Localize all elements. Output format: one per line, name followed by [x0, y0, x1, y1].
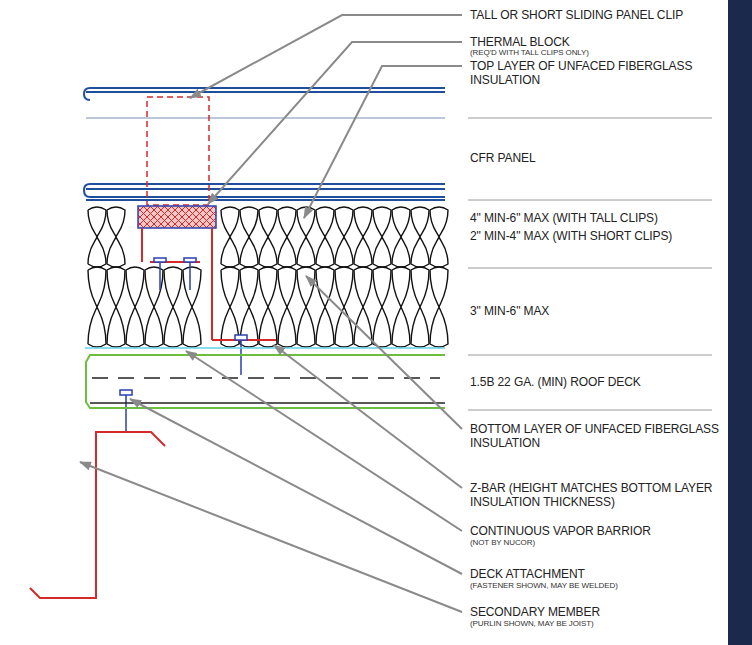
callout-label: CFR PANEL	[470, 151, 536, 165]
callout-label: SECONDARY MEMBER	[470, 605, 600, 619]
callout-label: 3" MIN-6" MAX	[470, 304, 549, 318]
callout-label: 4" MIN-6" MAX (WITH TALL CLIPS)	[470, 211, 658, 225]
callout-label: BOTTOM LAYER OF UNFACED FIBERGLASS INSUL…	[470, 422, 720, 450]
thermal-block	[138, 206, 216, 228]
side-bar	[728, 0, 752, 645]
leader-lines	[80, 15, 462, 612]
cfr-panel	[84, 88, 445, 200]
purlin	[30, 432, 165, 598]
z-bar	[142, 228, 276, 340]
callout-label: 2" MIN-4" MAX (WITH SHORT CLIPS)	[470, 229, 672, 243]
callout-label: CONTINUOUS VAPOR BARRIOR	[470, 524, 651, 538]
roof-deck	[86, 355, 445, 408]
fasteners	[120, 258, 247, 432]
callout-label: TOP LAYER OF UNFACED FIBERGLASS INSULATI…	[470, 59, 715, 87]
callout-label: 1.5B 22 GA. (MIN) ROOF DECK	[470, 375, 641, 389]
note-text: (NOT BY NUCOR)	[470, 538, 535, 547]
fiberglass-insulation	[88, 207, 448, 347]
separator-lines	[468, 118, 712, 410]
vapor-barrier	[85, 347, 445, 349]
callout-label: DECK ATTACHMENT	[470, 567, 585, 581]
note-text: (FASTENER SHOWN, MAY BE WELDED)	[470, 581, 618, 590]
callout-label: THERMAL BLOCK	[470, 35, 570, 49]
callout-label: Z-BAR (HEIGHT MATCHES BOTTOM LAYER INSUL…	[470, 481, 720, 509]
note-text: (PURLIN SHOWN, MAY BE JOIST)	[470, 619, 594, 628]
note-text: (REQ'D WITH TALL CLIPS ONLY)	[470, 48, 589, 57]
panel-clip	[147, 97, 209, 205]
callout-label: TALL OR SHORT SLIDING PANEL CLIP	[470, 8, 683, 22]
